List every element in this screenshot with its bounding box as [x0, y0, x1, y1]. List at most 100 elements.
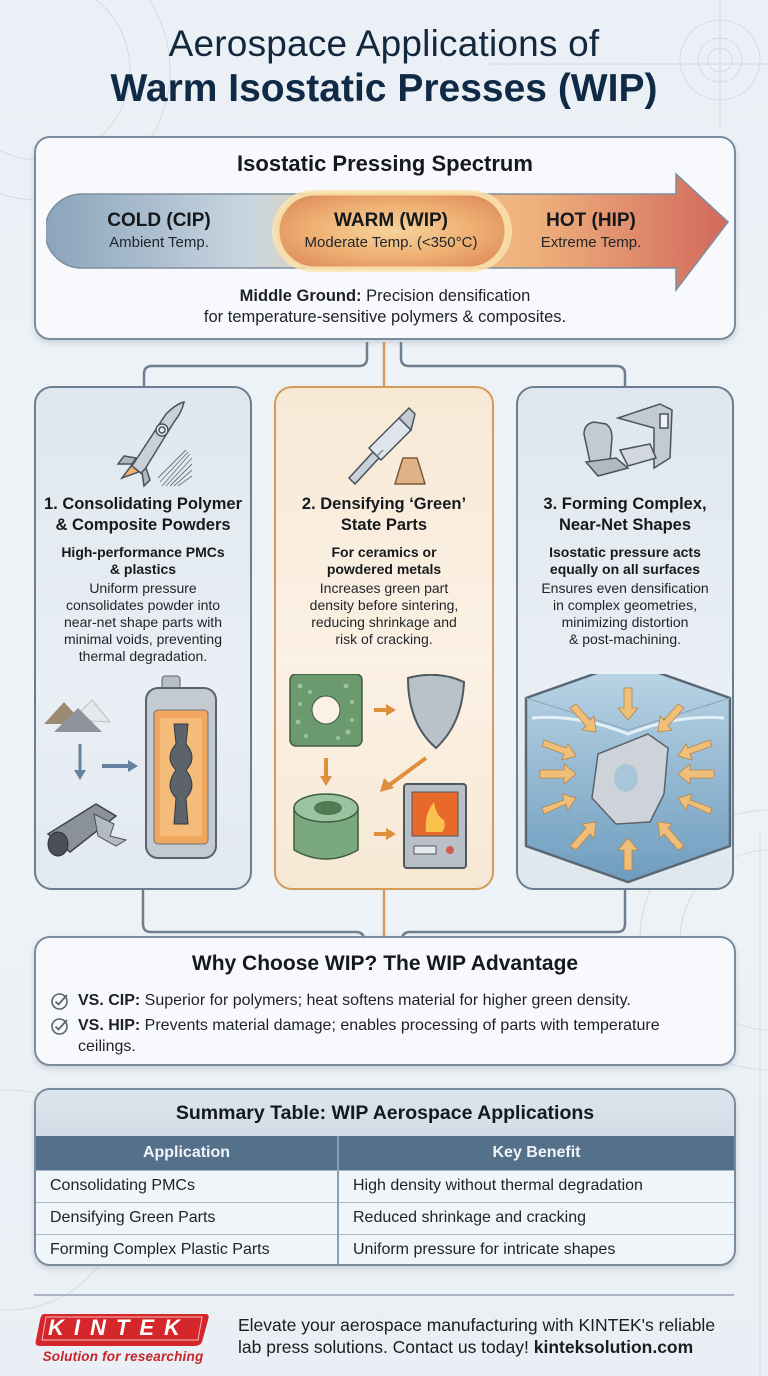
segment-sub: Moderate Temp. (<350°C): [304, 234, 478, 251]
card-title-line: 1. Consolidating Polymer: [43, 495, 243, 513]
check-circle-icon: [51, 1018, 68, 1035]
advantage-label: VS. CIP:: [78, 992, 141, 1009]
middle-ground-text-1: Precision densification: [361, 287, 531, 305]
card-title: 3. Forming Complex, Near-Net Shapes: [518, 494, 732, 536]
middle-ground-label: Middle Ground:: [239, 287, 362, 305]
advantage-item-vs-hip: VS. HIP: Prevents material damage; enabl…: [50, 1015, 670, 1057]
logo-wordmark: KINTEK: [48, 1315, 190, 1340]
card-subtitle: For ceramics or powdered metals: [276, 544, 492, 578]
application-card-2: 2. Densifying ‘Green’ State Parts For ce…: [274, 386, 494, 890]
page-title: Aerospace Applications of Warm Isostatic…: [0, 22, 768, 112]
desc-line: Ensures even densification: [541, 580, 709, 596]
card-subtitle-line: Isostatic pressure acts: [549, 544, 701, 560]
card-title: 1. Consolidating Polymer & Composite Pow…: [36, 494, 250, 536]
table-header-row: Application Key Benefit: [36, 1136, 734, 1170]
table-cell: Reduced shrinkage and cracking: [337, 1201, 734, 1234]
card-subtitle-line: High-performance PMCs: [61, 544, 225, 560]
desc-line: Uniform pressure: [89, 580, 197, 596]
advantage-text: Superior for polymers; heat softens mate…: [140, 992, 631, 1009]
card-title-line: & Composite Powders: [55, 516, 231, 534]
green-cylinder: [293, 793, 359, 860]
advantage-title: Why Choose WIP? The WIP Advantage: [191, 952, 579, 975]
desc-line: near-net shape parts with: [64, 614, 222, 630]
table-row: Forming Complex Plastic Parts Uniform pr…: [36, 1233, 734, 1264]
card-subtitle-line: equally on all surfaces: [549, 561, 701, 577]
application-card-3: 3. Forming Complex, Near-Net Shapes Isos…: [516, 386, 734, 890]
pressure-vessel: [145, 675, 217, 859]
desc-line: consolidates powder into: [65, 597, 221, 613]
title-line-2: Warm Isostatic Presses (WIP): [110, 67, 658, 110]
segment-warm-wip: WARM (WIP) Moderate Temp. (<350°C): [274, 210, 508, 251]
powder-piles: [44, 699, 112, 732]
table-cell: Forming Complex Plastic Parts: [36, 1233, 338, 1264]
logo-badge-shape: [35, 1314, 209, 1346]
segment-cold-cip: COLD (CIP) Ambient Temp.: [64, 210, 254, 251]
press-tool-icon: [347, 406, 426, 486]
spectrum-title: Isostatic Pressing Spectrum: [237, 151, 533, 176]
cta-line-2: lab press solutions. Contact us today!: [238, 1337, 534, 1357]
desc-line: risk of cracking.: [335, 631, 433, 647]
card-subtitle: High-performance PMCs & plastics: [36, 544, 250, 578]
desc-line: Increases green part: [319, 580, 449, 596]
card-description: Ensures even densification in complex ge…: [518, 580, 732, 648]
middle-ground-text-2: for temperature-sensitive polymers & com…: [203, 308, 567, 326]
isostatic-pressure-tank-illustration: [524, 674, 732, 884]
card-description: Increases green part density before sint…: [276, 580, 492, 648]
logo-badge: KINTEK: [34, 1312, 209, 1346]
logo-tagline: Solution for researching: [42, 1349, 204, 1364]
desc-line: thermal degradation.: [78, 648, 208, 664]
desc-line: reducing shrinkage and: [311, 614, 457, 630]
spectrum-arrow: [46, 172, 730, 292]
card-subtitle-line: powdered metals: [326, 561, 442, 577]
segment-sub: Extreme Temp.: [540, 234, 642, 251]
column-header-application: Application: [36, 1136, 338, 1170]
card-subtitle-line: For ceramics or: [331, 544, 437, 560]
table-row: Densifying Green Parts Reduced shrinkage…: [36, 1201, 734, 1234]
card-title-line: 2. Densifying ‘Green’: [301, 495, 467, 513]
title-line-1: Aerospace Applications of: [168, 23, 600, 64]
rocket-icon: [116, 400, 193, 488]
website-link[interactable]: kinteksolution.com: [533, 1337, 694, 1357]
spectrum-panel: Isostatic Pressing Spectrum COLD (CIP) A…: [34, 136, 736, 340]
summary-title: Summary Table: WIP Aerospace Application…: [36, 1090, 734, 1136]
segment-hot-hip: HOT (HIP) Extreme Temp.: [506, 210, 676, 251]
desc-line: density before sintering,: [309, 597, 459, 613]
footer-cta: Elevate your aerospace manufacturing wit…: [238, 1314, 748, 1358]
sintering-furnace: [403, 783, 467, 869]
porous-green-plate: [289, 674, 363, 747]
desc-line: minimal voids, preventing: [64, 631, 222, 647]
segment-label: WARM (WIP): [334, 210, 448, 231]
segment-label: HOT (HIP): [546, 210, 636, 231]
middle-ground-note: Middle Ground: Precision densification f…: [36, 286, 734, 328]
segment-label: COLD (CIP): [107, 210, 211, 231]
table-cell: High density without thermal degradation: [337, 1169, 734, 1202]
bracket-part: [591, 733, 669, 825]
desc-line: & post-machining.: [568, 631, 682, 647]
table-cell: Consolidating PMCs: [36, 1169, 338, 1202]
desc-line: in complex geometries,: [553, 597, 697, 613]
table-cell: Uniform pressure for intricate shapes: [337, 1233, 734, 1264]
advantage-text: Prevents material damage; enables proces…: [78, 1017, 660, 1055]
card-description: Uniform pressure consolidates powder int…: [36, 580, 250, 665]
wip-advantage-panel: Why Choose WIP? The WIP Advantage VS. CI…: [34, 936, 736, 1066]
kintek-logo[interactable]: KINTEK Solution for researching: [34, 1312, 212, 1364]
pressure-arrows: [539, 687, 715, 871]
summary-table: Application Key Benefit Consolidating PM…: [36, 1136, 734, 1264]
card-title-line: 3. Forming Complex,: [543, 495, 707, 513]
table-row: Consolidating PMCs High density without …: [36, 1169, 734, 1202]
cta-line-1: Elevate your aerospace manufacturing wit…: [238, 1315, 716, 1335]
desc-line: minimizing distortion: [561, 614, 689, 630]
powder-to-vessel-illustration: [44, 675, 217, 859]
check-circle-icon: [51, 993, 68, 1010]
summary-table-panel: Summary Table: WIP Aerospace Application…: [34, 1088, 736, 1266]
advantage-item-vs-cip: VS. CIP: Superior for polymers; heat sof…: [50, 990, 631, 1011]
card-title-line: Near-Net Shapes: [558, 516, 692, 534]
aircraft-seat-icon: [583, 403, 673, 477]
composite-tube: [46, 803, 128, 857]
advantage-label: VS. HIP:: [78, 1017, 141, 1034]
card-title-line: State Parts: [340, 516, 428, 534]
card-subtitle-line: & plastics: [109, 561, 177, 577]
application-card-1: 1. Consolidating Polymer & Composite Pow…: [34, 386, 252, 890]
footer-divider: [34, 1294, 734, 1296]
green-part-sintering-illustration: [289, 674, 467, 869]
